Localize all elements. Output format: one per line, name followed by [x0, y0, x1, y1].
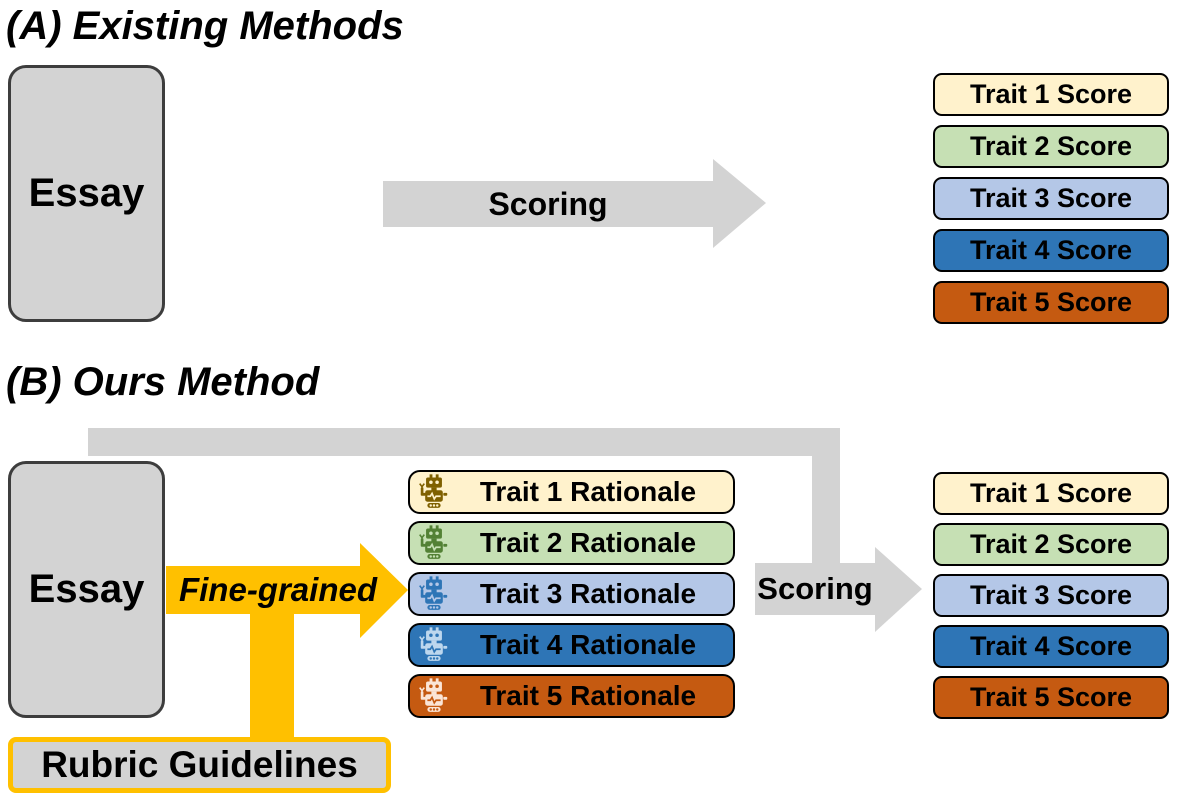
robot-icon-wrap [419, 525, 451, 562]
robot-icon [419, 678, 448, 712]
trait-rationale-box: Trait 3 Rationale [408, 572, 735, 616]
trait-rationale-box: Trait 4 Rationale [408, 623, 735, 667]
trait-score-box: Trait 5 Score [933, 676, 1169, 719]
scoring-arrow-a [383, 159, 766, 248]
rubric-connector [250, 610, 294, 742]
trait-score-label: Trait 5 Score [969, 287, 1133, 317]
robot-icon [419, 474, 448, 508]
trait-score-box: Trait 1 Score [933, 73, 1169, 116]
scoring-arrow-b [755, 547, 922, 632]
trait-score-box: Trait 2 Score [933, 523, 1169, 566]
trait-rationale-box: Trait 2 Rationale [408, 521, 735, 565]
trait-score-box: Trait 4 Score [933, 229, 1169, 272]
essay-box-b: Essay [8, 461, 165, 718]
robot-icon-wrap [419, 474, 451, 511]
robot-icon [419, 576, 448, 610]
trait-rationale-box: Trait 5 Rationale [408, 674, 735, 718]
section-a-title: (A) Existing Methods [6, 4, 404, 48]
robot-icon [419, 525, 448, 559]
trait-score-box: Trait 3 Score [933, 177, 1169, 220]
section-b-title: (B) Ours Method [6, 360, 320, 404]
trait-rationale-label: Trait 5 Rationale [479, 680, 697, 711]
essay-to-scoring-connector-b [88, 428, 840, 564]
trait-rationale-label: Trait 2 Rationale [479, 527, 697, 558]
rubric-guidelines-label: Rubric Guidelines [41, 744, 358, 785]
robot-icon-wrap [419, 627, 451, 664]
trait-score-label: Trait 2 Score [969, 529, 1133, 559]
trait-score-label: Trait 2 Score [969, 131, 1133, 161]
scoring-arrow-b-label: Scoring [757, 571, 873, 606]
trait-rationale-label: Trait 3 Rationale [479, 578, 697, 609]
fine-grained-arrow-label: Fine-grained [178, 571, 378, 608]
robot-icon-wrap [419, 678, 451, 715]
trait-score-label: Trait 3 Score [969, 183, 1133, 213]
essay-label-b: Essay [28, 567, 145, 611]
scoring-arrow-a-label: Scoring [488, 186, 608, 222]
essay-box-a: Essay [8, 65, 165, 322]
trait-score-label: Trait 5 Score [969, 682, 1133, 712]
trait-score-box: Trait 5 Score [933, 281, 1169, 324]
trait-score-label: Trait 4 Score [969, 235, 1133, 265]
trait-score-label: Trait 4 Score [969, 631, 1133, 661]
trait-score-label: Trait 1 Score [969, 79, 1133, 109]
trait-score-box: Trait 1 Score [933, 472, 1169, 515]
trait-score-box: Trait 3 Score [933, 574, 1169, 617]
trait-rationale-label: Trait 1 Rationale [479, 476, 697, 507]
robot-icon-wrap [419, 576, 451, 613]
trait-score-box: Trait 4 Score [933, 625, 1169, 668]
essay-label-a: Essay [28, 171, 145, 215]
robot-icon [419, 627, 448, 661]
trait-score-label: Trait 1 Score [969, 478, 1133, 508]
rubric-guidelines-box: Rubric Guidelines [8, 737, 391, 793]
fine-grained-arrow [166, 543, 408, 638]
trait-rationale-box: Trait 1 Rationale [408, 470, 735, 514]
trait-rationale-label: Trait 4 Rationale [479, 629, 697, 660]
trait-score-box: Trait 2 Score [933, 125, 1169, 168]
trait-score-label: Trait 3 Score [969, 580, 1133, 610]
